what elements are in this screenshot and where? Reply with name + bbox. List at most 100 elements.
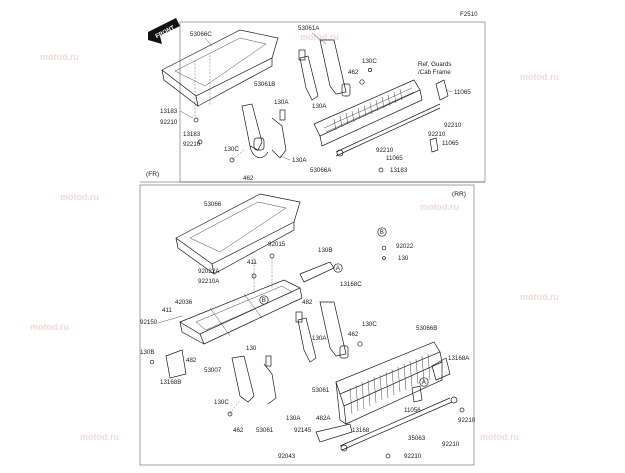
watermark-text: motod.ru: [480, 432, 519, 442]
label-92210-d: 92210: [428, 131, 446, 138]
washer-icon: [357, 341, 363, 347]
label-11065-c: 11065: [386, 155, 403, 162]
rear-bar-35063: [339, 396, 458, 452]
label-92210-c: 92210: [444, 122, 462, 129]
svg-text:B: B: [380, 229, 384, 236]
leader-line: [445, 89, 453, 93]
bracket-13168: [315, 423, 353, 443]
watermark-text: motod.ru: [40, 52, 79, 62]
fastener-icon: [459, 407, 465, 413]
bracket-icon: [429, 137, 439, 153]
bolt-icon: [382, 256, 386, 260]
bracket-13168b: [165, 349, 187, 379]
label-11065-b: 11065: [442, 140, 459, 147]
seat-belt-53061b: [241, 103, 287, 159]
svg-text:B: B: [262, 297, 266, 304]
label-42036: 42036: [175, 299, 193, 306]
fastener-icon: [378, 167, 384, 173]
label-462-b: 462: [348, 69, 359, 76]
assembly-guide: [229, 399, 241, 415]
diagram-code: F2510: [460, 11, 478, 18]
rear-section-tag: (RR): [452, 191, 466, 198]
leader-line: [157, 315, 183, 324]
seat-cushion-53066c: [161, 29, 279, 118]
label-92210a-rr: 92210A: [198, 278, 220, 285]
label-92210-f: 92210: [458, 417, 476, 424]
callout-b-legend: B: [377, 227, 387, 237]
washer-icon: [359, 79, 365, 85]
seat-belt-53061-left: [231, 355, 277, 405]
leader-line: [311, 32, 327, 45]
label-411-a: 411: [247, 259, 257, 266]
fastener-icon: [197, 139, 203, 145]
reference-note-line1: Ref. Guards: [418, 61, 451, 68]
watermark-text: motod.ru: [300, 32, 339, 42]
label-130c-b: 130C: [362, 58, 377, 65]
label-53066a: 53066A: [310, 167, 332, 174]
label-92210-a: 92210: [160, 119, 178, 126]
bracket-icon: [411, 385, 423, 403]
label-130a-a: 130A: [274, 99, 289, 106]
label-130b-b: 130B: [140, 349, 154, 356]
svg-text:A: A: [422, 379, 427, 386]
washer-icon: [251, 273, 257, 279]
assembly-guide: [231, 149, 245, 161]
label-92043: 92043: [278, 453, 296, 460]
callout-a-marker-2: A: [419, 377, 429, 387]
label-11065-a: 11065: [454, 89, 471, 96]
label-92022a: 92022A: [198, 268, 220, 275]
bolt-icon: [368, 68, 372, 72]
callout-b-marker: B: [259, 295, 269, 305]
label-130a-d: 130A: [312, 335, 327, 342]
reference-note-line2: /Cab Frame: [418, 69, 451, 76]
watermark-text: motod.ru: [520, 292, 559, 302]
bracket-13168c: [299, 261, 335, 283]
leader-line: [204, 37, 213, 47]
bolt-icon: [227, 411, 233, 417]
nut-icon: [269, 253, 275, 259]
watermark-text: motod.ru: [420, 202, 459, 212]
watermark-text: motod.ru: [60, 192, 99, 202]
bracket-icon: [435, 79, 449, 101]
label-92145: 92145: [294, 427, 312, 434]
label-92210-h: 92210: [404, 453, 422, 460]
label-53061-b: 53061: [256, 427, 274, 434]
watermark-text: motod.ru: [30, 322, 69, 332]
label-130b: 130B: [318, 247, 332, 254]
watermark-text: motod.ru: [80, 432, 119, 442]
front-arrow-icon: FRONT: [148, 18, 180, 44]
label-53061b: 53061B: [254, 81, 275, 88]
rear-section-frame: [139, 184, 475, 466]
label-462-a: 462: [243, 175, 254, 182]
seat-back-53066a: [313, 79, 441, 157]
label-13183-a: 13183: [160, 108, 178, 115]
label-92210-b: 92210: [183, 141, 201, 148]
bolt-icon: [229, 157, 235, 163]
bracket-13168a: [431, 357, 451, 381]
label-92015: 92015: [268, 241, 286, 248]
label-462-c: 462: [348, 331, 359, 338]
label-482a: 482A: [316, 415, 331, 422]
seat-belt-53061a: [298, 39, 351, 101]
label-482-b: 482: [186, 357, 197, 364]
label-35063: 35063: [408, 435, 426, 442]
front-section-tag: (FR): [146, 171, 159, 178]
label-92210-e: 92210: [376, 147, 394, 154]
seat-belt-53061-right: [295, 301, 349, 363]
label-462-d: 462: [233, 427, 244, 434]
label-53061-a: 53061: [312, 387, 330, 394]
bolt-icon: [149, 359, 155, 365]
hinge-icon: [336, 149, 344, 157]
seat-cushion-53066: [175, 193, 301, 275]
label-13168: 13168: [352, 427, 370, 434]
fastener-icon: [385, 453, 391, 459]
label-130a-b: 130A: [292, 157, 307, 164]
leader-line: [179, 110, 194, 119]
label-53066: 53066: [204, 201, 222, 208]
label-53007: 53007: [204, 367, 222, 374]
fastener-icon: [193, 117, 199, 123]
label-130-b: 130: [398, 255, 409, 262]
label-53061a: 53061A: [298, 25, 320, 32]
label-53066b: 53066B: [416, 325, 437, 332]
